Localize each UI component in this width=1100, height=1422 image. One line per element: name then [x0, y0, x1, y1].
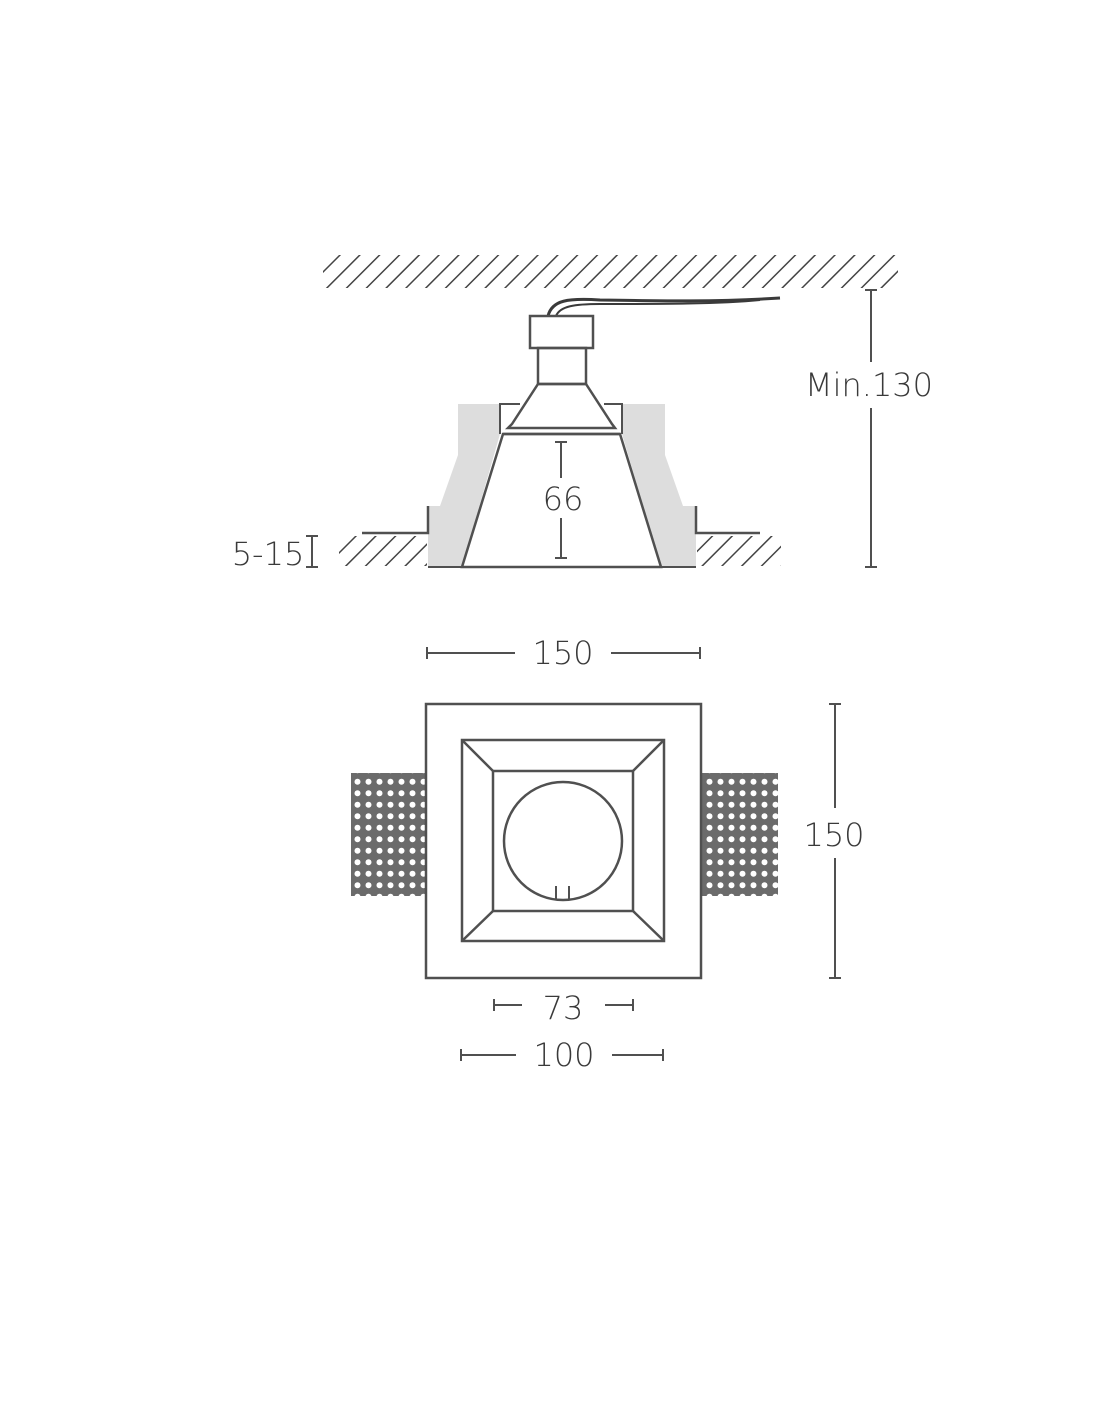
ceiling-slab-hatch — [323, 255, 898, 288]
inner-aperture — [491, 769, 635, 913]
dim-overall-height-label: 150 — [803, 816, 864, 854]
dim-overall-width: 150 — [426, 634, 701, 672]
lamp-circle — [502, 780, 624, 902]
lamp-neck — [536, 346, 588, 386]
perforated-plate-right — [701, 773, 778, 896]
lamp-reflector — [504, 382, 618, 430]
dim-inner-frame: 100 — [460, 1036, 664, 1074]
dim-overall-height: 150 — [803, 703, 865, 979]
dim-min-depth-label: Min.130 — [805, 366, 933, 404]
bevel-frame — [460, 738, 666, 943]
dim-lamp-height-label: 66 — [543, 480, 584, 518]
dim-lamp-height: 66 — [543, 441, 584, 559]
dim-ceiling-thickness: 5-15 — [232, 535, 318, 573]
dim-inner-frame-label: 100 — [533, 1036, 594, 1074]
ceiling-board-hatch-right — [697, 536, 781, 566]
dim-min-depth: Min.130 — [805, 289, 933, 568]
power-cable — [546, 296, 781, 317]
dim-aperture-label: 73 — [543, 989, 584, 1027]
ceiling-step-right — [694, 506, 760, 535]
ceiling-step-left — [362, 506, 430, 535]
dim-overall-width-label: 150 — [532, 634, 593, 672]
dim-aperture: 73 — [493, 989, 634, 1027]
outer-frame — [424, 702, 703, 980]
dim-ceiling-thickness-label: 5-15 — [232, 535, 305, 573]
perforated-plate-left — [351, 773, 426, 896]
top-view: 150 150 73 100 — [351, 634, 865, 1074]
plaster-housing-right — [622, 404, 696, 567]
connector-block — [528, 314, 595, 350]
plaster-housing-left — [428, 404, 500, 567]
side-view: 66 Min.130 5-15 — [232, 255, 933, 573]
ceiling-board-hatch-left — [339, 536, 427, 566]
